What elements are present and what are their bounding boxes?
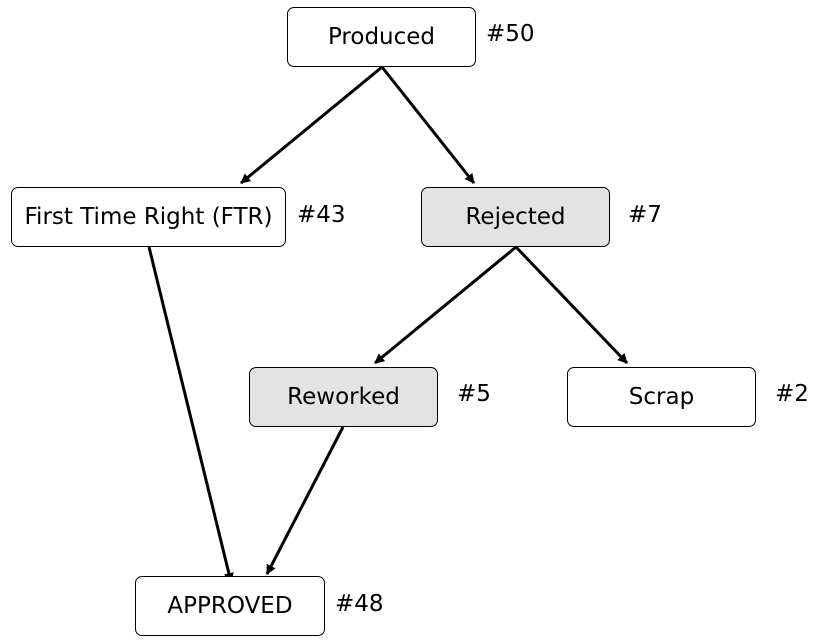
node-rejected: Rejected: [421, 187, 610, 247]
edge-rejected-to-scrap: [514, 245, 629, 365]
node-first-time-right: First Time Right (FTR): [11, 187, 286, 247]
edge-produced-to-rejected: [380, 66, 476, 184]
node-produced: Produced: [287, 7, 476, 67]
node-reworked: Reworked: [249, 367, 438, 427]
edge-ftr-to-approved: [147, 246, 234, 583]
count-produced: #50: [486, 21, 535, 47]
count-reworked: #5: [457, 381, 491, 407]
node-approved: APPROVED: [135, 576, 325, 636]
node-scrap: Scrap: [567, 367, 756, 427]
edge-reworked-to-approved: [265, 426, 345, 575]
edge-produced-to-ftr: [240, 65, 383, 185]
count-first-time-right: #43: [297, 202, 346, 228]
count-approved: #48: [335, 591, 384, 617]
count-scrap: #2: [775, 381, 809, 407]
count-rejected: #7: [628, 202, 662, 228]
edge-rejected-to-reworked: [374, 245, 517, 365]
